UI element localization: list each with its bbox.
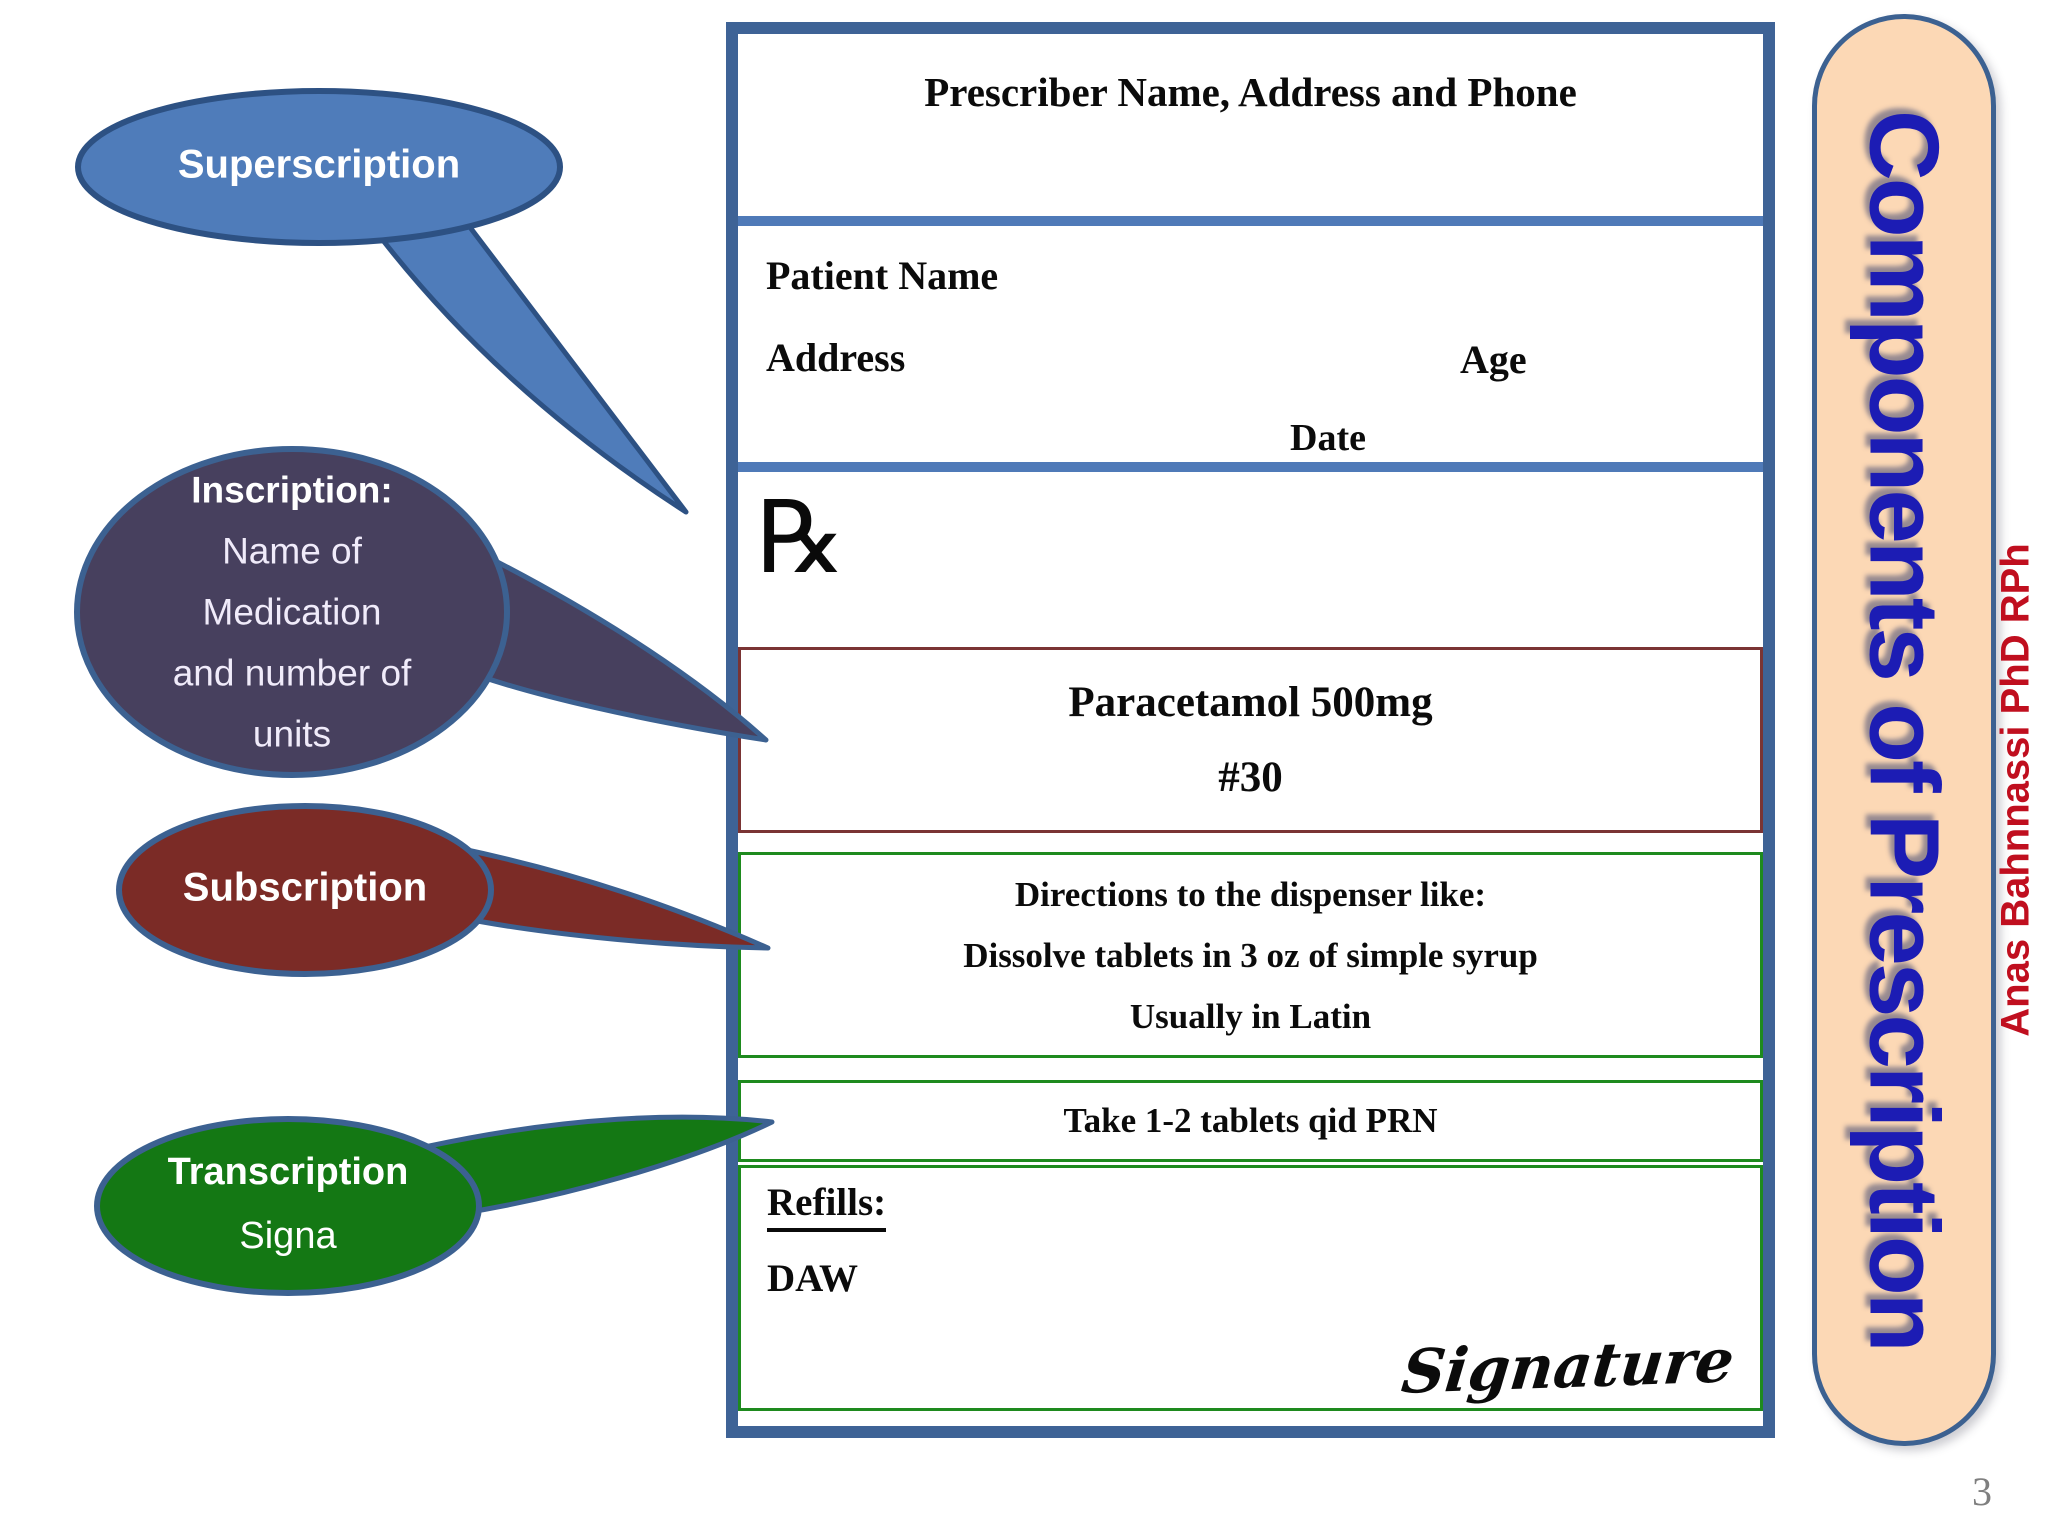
inscription-label-line-1: Inscription: (191, 469, 393, 511)
inscription-label: Inscription: Name of Medication and numb… (173, 460, 412, 765)
directions-line-3: Usually in Latin (1129, 996, 1372, 1036)
inscription-label-line-4: and number of (172, 652, 412, 694)
drug-quantity: #30 (1218, 754, 1283, 801)
slide-title: Components of Prescription (1849, 110, 1960, 1350)
superscription-tail (375, 219, 689, 515)
subscription-tail (449, 845, 771, 951)
rx-section: ℞ (738, 482, 1763, 647)
inscription-label-line-5: units (252, 713, 332, 755)
signa-section: Take 1-2 tablets qid PRN (738, 1080, 1763, 1162)
prescription-form: Prescriber Name, Address and Phone Patie… (726, 22, 1775, 1438)
inscription-label-line-3: Medication (202, 591, 382, 633)
prescriber-header: Prescriber Name, Address and Phone (924, 69, 1577, 115)
prescriber-section: Prescriber Name, Address and Phone (738, 34, 1763, 226)
signa-text: Take 1-2 tablets qid PRN (1063, 1101, 1438, 1140)
side-banner: Components of Prescription (1812, 14, 1996, 1446)
patient-name-label: Patient Name (766, 253, 999, 298)
directions-line-2: Dissolve tablets in 3 oz of simple syrup (963, 935, 1538, 975)
inscription-tail (449, 545, 769, 743)
subscription-label: Subscription (182, 865, 428, 910)
rx-symbol-icon: ℞ (756, 479, 846, 596)
refills-label: Refills: (767, 1180, 887, 1232)
patient-section: Patient Name Address Age Date (738, 240, 1763, 472)
author-credit: Anas Bahnnassi PhD RPh (1993, 543, 2038, 1037)
transcription-label-line-2: Signa (239, 1215, 337, 1257)
transcription-label-line-1: Transcription (167, 1151, 409, 1193)
inscription-label-line-2: Name of (222, 530, 362, 572)
drug-name: Paracetamol 500mg (1068, 679, 1433, 726)
inscription-section: Paracetamol 500mg #30 (738, 647, 1763, 833)
transcription-tail (417, 1114, 775, 1217)
age-label: Age (1460, 337, 1527, 382)
transcription-label: Transcription Signa (168, 1140, 409, 1268)
superscription-label: Superscription (177, 142, 461, 187)
page-number: 3 (1972, 1469, 1992, 1514)
directions-line-1: Directions to the dispenser like: (1014, 874, 1487, 914)
refills-section: Refills: DAW Signature (738, 1165, 1763, 1411)
subscription-section: Directions to the dispenser like: Dissol… (738, 852, 1763, 1058)
date-label: Date (1290, 417, 1366, 459)
signature-text: Signature (1398, 1326, 1738, 1408)
address-label: Address (766, 335, 906, 380)
daw-label: DAW (767, 1257, 859, 1300)
